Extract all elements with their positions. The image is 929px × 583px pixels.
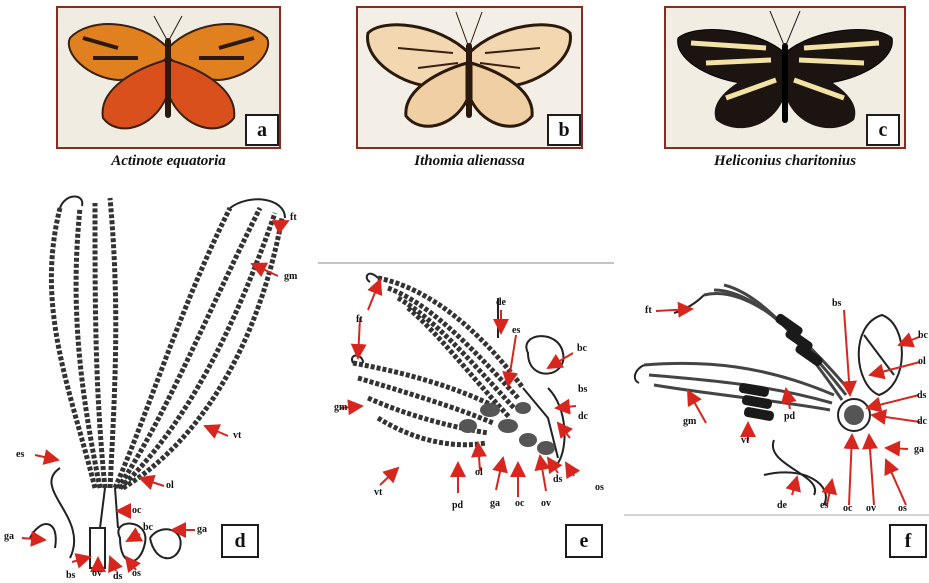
label-d-ds: ds bbox=[113, 571, 122, 582]
label-f-es: es bbox=[820, 500, 828, 511]
label-f-pd: pd bbox=[784, 411, 795, 422]
label-d-gm: gm bbox=[284, 271, 297, 282]
label-f-dc: dc bbox=[917, 416, 927, 427]
label-d-es: es bbox=[16, 449, 24, 460]
label-e-ov: ov bbox=[541, 498, 551, 509]
panel-label-f: f bbox=[889, 524, 927, 558]
label-e-pd: pd bbox=[452, 500, 463, 511]
label-e-ds: ds bbox=[553, 474, 562, 485]
label-f-oc: oc bbox=[843, 503, 852, 514]
label-e-bc: bc bbox=[577, 343, 587, 354]
label-f-de: de bbox=[777, 500, 787, 511]
label-d-ol: ol bbox=[166, 480, 174, 491]
label-e-vt: vt bbox=[374, 487, 382, 498]
label-d-ga1: ga bbox=[4, 531, 14, 542]
label-d-ov: ov bbox=[92, 568, 102, 579]
label-f-ov: ov bbox=[866, 503, 876, 514]
panel-label-b: b bbox=[547, 114, 581, 146]
panel-label-d: d bbox=[221, 524, 259, 558]
panel-label-e: e bbox=[565, 524, 603, 558]
species-name-c: Heliconius charitonius bbox=[664, 153, 906, 170]
label-f-ga: ga bbox=[914, 444, 924, 455]
label-d-ft: ft bbox=[290, 212, 297, 223]
label-e-de: de bbox=[496, 297, 506, 308]
label-e-ol: ol bbox=[475, 467, 483, 478]
label-f-bc: bc bbox=[918, 330, 928, 341]
label-f-vt: vt bbox=[741, 435, 749, 446]
label-e-os: os bbox=[595, 482, 604, 493]
reproductive-diagram-e bbox=[318, 258, 618, 558]
label-d-ga2: ga bbox=[197, 524, 207, 535]
label-f-gm: gm bbox=[683, 416, 696, 427]
label-d-oc: oc bbox=[132, 505, 141, 516]
label-f-ds: ds bbox=[917, 390, 926, 401]
species-name-b: Ithomia alienassa bbox=[356, 153, 583, 170]
panel-label-c: c bbox=[866, 114, 900, 146]
label-d-os: os bbox=[132, 568, 141, 579]
reproductive-diagram-f bbox=[624, 265, 929, 565]
label-e-bs: bs bbox=[578, 384, 587, 395]
label-f-bs: bs bbox=[832, 298, 841, 309]
species-name-a: Actinote equatoria bbox=[56, 153, 281, 170]
label-f-os: os bbox=[898, 503, 907, 514]
label-e-es: es bbox=[512, 325, 520, 336]
label-d-bs: bs bbox=[66, 570, 75, 581]
label-e-oc: oc bbox=[515, 498, 524, 509]
label-e-ft: ft bbox=[356, 314, 363, 325]
label-e-ga: ga bbox=[490, 498, 500, 509]
label-d-vt: vt bbox=[233, 430, 241, 441]
label-f-ol: ol bbox=[918, 356, 926, 367]
panel-label-a: a bbox=[245, 114, 279, 146]
label-e-dc: dc bbox=[578, 411, 588, 422]
label-d-bc: bc bbox=[143, 522, 153, 533]
label-f-ft: ft bbox=[645, 305, 652, 316]
label-e-gm: gm bbox=[334, 402, 347, 413]
